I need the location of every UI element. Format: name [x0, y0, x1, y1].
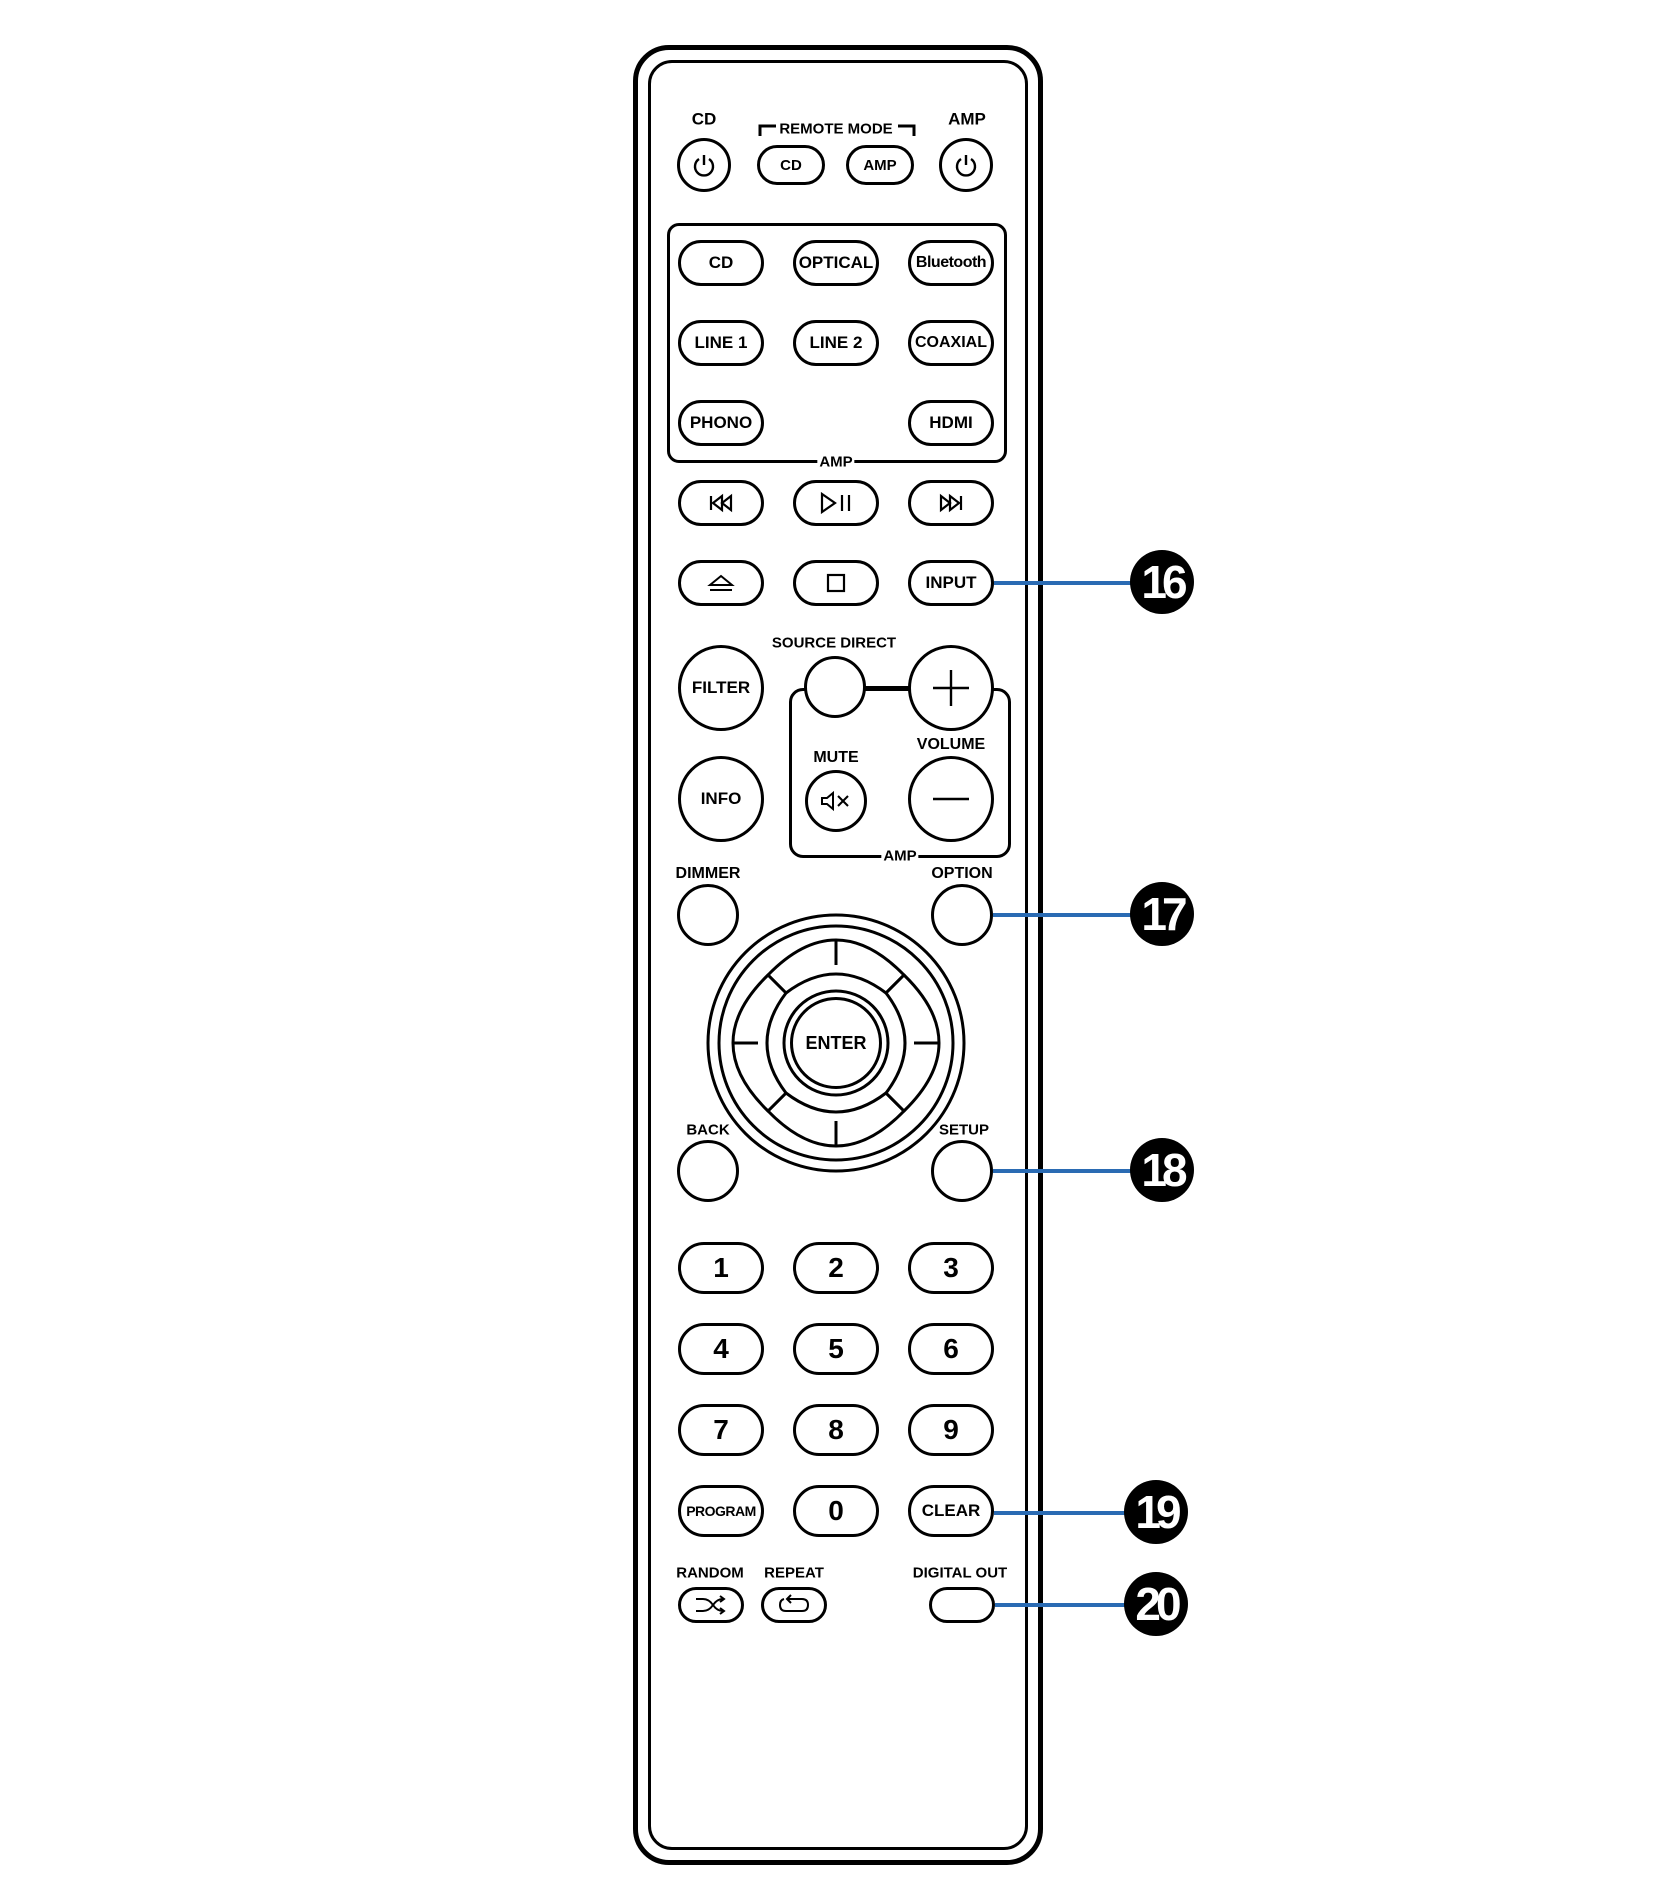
number-2-button[interactable]: 2: [793, 1242, 879, 1294]
callout-18: 18: [1130, 1138, 1194, 1202]
input-button[interactable]: INPUT: [908, 560, 994, 606]
info-button[interactable]: INFO: [678, 756, 764, 842]
dimmer-button[interactable]: [677, 884, 739, 946]
callout-20-leader: [995, 1603, 1128, 1607]
callout-17-leader: [993, 913, 1134, 917]
power-icon: [955, 155, 977, 177]
setup-button[interactable]: [931, 1140, 993, 1202]
cursor-right-button[interactable]: [884, 973, 941, 1113]
input-phono-button[interactable]: PHONO: [678, 400, 764, 446]
number-9-button[interactable]: 9: [908, 1404, 994, 1456]
digital-out-label: DIGITAL OUT: [912, 1564, 1008, 1582]
mute-label: MUTE: [813, 749, 859, 766]
input-bluetooth-button[interactable]: Bluetooth: [908, 240, 994, 286]
mute-button[interactable]: [805, 770, 867, 832]
random-button[interactable]: [678, 1587, 744, 1623]
power-icon: [693, 155, 715, 177]
cursor-left-button[interactable]: [731, 973, 788, 1113]
number-1-button[interactable]: 1: [678, 1242, 764, 1294]
stop-button[interactable]: [793, 560, 879, 606]
back-button[interactable]: [677, 1140, 739, 1202]
back-label: BACK: [686, 1121, 730, 1139]
remote-mode-label: REMOTE MODE: [779, 120, 893, 138]
input-group-amp-label: AMP: [817, 453, 855, 471]
clear-button[interactable]: CLEAR: [908, 1485, 994, 1537]
play-pause-icon: [820, 492, 851, 514]
option-button[interactable]: [931, 884, 993, 946]
callout-16: 16: [1130, 550, 1194, 614]
number-7-button[interactable]: 7: [678, 1404, 764, 1456]
remote-mode-bracket: [758, 124, 916, 136]
setup-label: SETUP: [938, 1121, 990, 1139]
skip-next-button[interactable]: [908, 480, 994, 526]
shuffle-icon: [696, 1595, 726, 1615]
input-coaxial-button[interactable]: COAXIAL: [908, 320, 994, 366]
volume-up-button[interactable]: [908, 645, 994, 731]
repeat-label: REPEAT: [764, 1564, 824, 1582]
filter-button[interactable]: FILTER: [678, 645, 764, 731]
option-label: OPTION: [931, 865, 993, 882]
input-optical-button[interactable]: OPTICAL: [793, 240, 879, 286]
amp-power-label: AMP: [948, 109, 986, 129]
eject-icon: [707, 574, 735, 591]
volume-label: VOLUME: [916, 736, 986, 753]
play-pause-button[interactable]: [793, 480, 879, 526]
number-6-button[interactable]: 6: [908, 1323, 994, 1375]
remote-mode-cd-button[interactable]: CD: [757, 145, 825, 185]
remote-mode-amp-button[interactable]: AMP: [846, 145, 914, 185]
number-3-button[interactable]: 3: [908, 1242, 994, 1294]
callout-20: 20: [1124, 1572, 1188, 1636]
number-0-button[interactable]: 0: [793, 1485, 879, 1537]
input-line2-button[interactable]: LINE 2: [793, 320, 879, 366]
callout-16-leader: [994, 581, 1134, 585]
dimmer-label: DIMMER: [675, 865, 741, 882]
random-label: RANDOM: [676, 1564, 744, 1582]
volume-group-amp-label: AMP: [881, 847, 919, 865]
input-hdmi-button[interactable]: HDMI: [908, 400, 994, 446]
program-button[interactable]: PROGRAM: [678, 1485, 764, 1537]
remote-body-inner: [648, 60, 1028, 1850]
digital-out-button[interactable]: [929, 1587, 995, 1623]
repeat-icon: [778, 1594, 810, 1612]
callout-19-leader: [994, 1511, 1128, 1515]
skip-previous-button[interactable]: [678, 480, 764, 526]
source-direct-connector: [864, 686, 912, 689]
mute-icon: [821, 790, 849, 812]
amp-power-button[interactable]: [939, 138, 993, 192]
skip-next-icon: [939, 493, 963, 513]
callout-18-leader: [993, 1169, 1134, 1173]
cd-power-label: CD: [691, 109, 717, 129]
number-8-button[interactable]: 8: [793, 1404, 879, 1456]
source-direct-label: SOURCE DIRECT: [771, 634, 897, 652]
callout-17: 17: [1130, 882, 1194, 946]
cd-power-button[interactable]: [677, 138, 731, 192]
volume-down-button[interactable]: [908, 756, 994, 842]
remote-body-outer: [633, 45, 1043, 1865]
input-cd-button[interactable]: CD: [678, 240, 764, 286]
number-5-button[interactable]: 5: [793, 1323, 879, 1375]
callout-19: 19: [1124, 1480, 1188, 1544]
skip-previous-icon: [709, 493, 733, 513]
source-direct-button[interactable]: [804, 656, 866, 718]
plus-icon: [933, 670, 969, 706]
enter-button[interactable]: ENTER: [790, 997, 882, 1089]
eject-button[interactable]: [678, 560, 764, 606]
number-4-button[interactable]: 4: [678, 1323, 764, 1375]
stop-icon: [826, 573, 846, 593]
repeat-button[interactable]: [761, 1587, 827, 1623]
input-line1-button[interactable]: LINE 1: [678, 320, 764, 366]
minus-icon: [933, 797, 969, 801]
